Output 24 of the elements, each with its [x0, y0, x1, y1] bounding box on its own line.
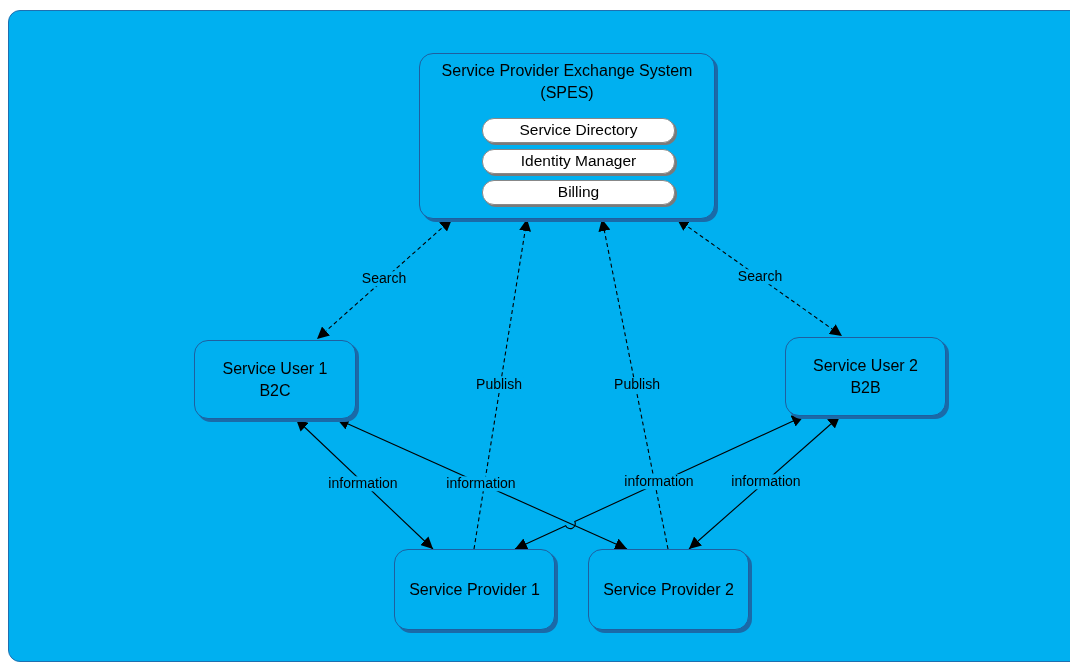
edge-label: information: [327, 476, 399, 492]
edge-label: Publish: [475, 377, 523, 393]
node-label: Service Provider 2: [603, 579, 734, 600]
edge-label: Search: [736, 269, 784, 285]
node-label: Service Provider 1: [409, 579, 540, 600]
process-box: [394, 549, 555, 630]
module-box: [482, 118, 675, 143]
process-box: [194, 340, 356, 419]
edge-label: Publish: [613, 377, 661, 393]
node-label: Billing: [557, 182, 600, 203]
node-label: Service Directory: [519, 120, 638, 141]
module-box: [482, 180, 675, 205]
process-box: [588, 549, 749, 630]
node-label: Service User 1 B2C: [221, 358, 329, 401]
system-box: [419, 53, 715, 219]
module-box: [482, 149, 675, 174]
edge-label: information: [730, 474, 802, 490]
node-label: Service Provider Exchange System (SPES): [440, 61, 694, 103]
node-label: Identity Manager: [520, 151, 637, 172]
edge-label: information: [623, 474, 695, 490]
edge-label: information: [445, 476, 517, 492]
edge-label: Search: [360, 271, 408, 287]
process-box: [785, 337, 946, 416]
node-label: Service User 2 B2B: [812, 355, 919, 398]
